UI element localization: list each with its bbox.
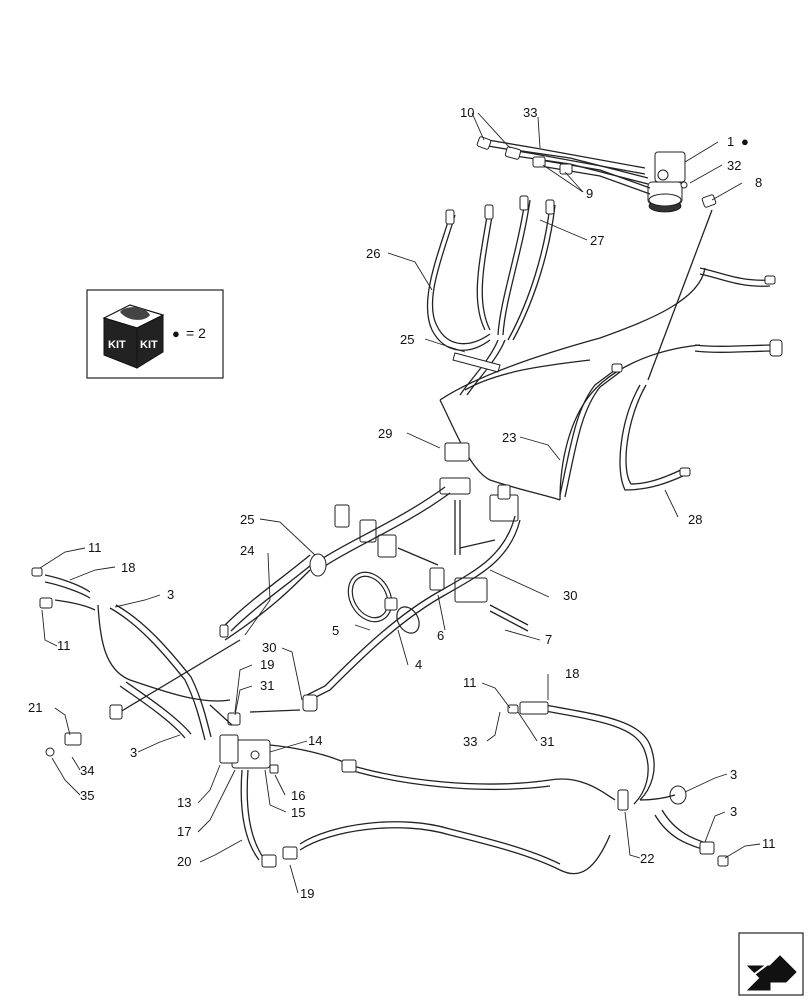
callout-34: 34 [80, 763, 94, 778]
kit-bullet: ● [172, 326, 180, 341]
callout-19b: 19 [300, 886, 314, 901]
callout-33b: 33 [463, 734, 477, 749]
callout-3d: 3 [730, 804, 737, 819]
callout-3c: 3 [730, 767, 737, 782]
callout-5: 5 [332, 623, 339, 638]
elbow-fittings[interactable] [476, 136, 717, 208]
callout-17: 17 [177, 824, 191, 839]
callout-27: 27 [590, 233, 604, 248]
callout-3b: 3 [130, 745, 137, 760]
callout-10: 10 [460, 105, 474, 120]
callout-13: 13 [177, 795, 191, 810]
valve-block[interactable] [219, 712, 279, 774]
callout-20: 20 [177, 854, 191, 869]
callout-11a: 11 [88, 540, 102, 555]
callout-19a: 19 [260, 657, 274, 672]
callout-24: 24 [240, 543, 254, 558]
callout-18b: 18 [565, 666, 579, 681]
kit-text-left: KIT [108, 339, 126, 351]
callout-6: 6 [437, 628, 444, 643]
callout-11c: 11 [463, 675, 477, 690]
callout-16: 16 [291, 788, 305, 803]
hose-30[interactable] [302, 515, 521, 712]
callout-32: 32 [727, 158, 741, 173]
callout-3a: 3 [167, 587, 174, 602]
callout-29: 29 [378, 426, 392, 441]
callout-33: 33 [523, 105, 537, 120]
next-page-arrow-icon[interactable] [738, 932, 804, 996]
callout-25b: 25 [240, 512, 254, 527]
callout-11b: 11 [57, 638, 71, 653]
callout-25: 25 [400, 332, 414, 347]
callout-4: 4 [415, 657, 422, 672]
callout-1-marker: ● [741, 134, 749, 149]
hose-clamp-upper[interactable] [452, 352, 501, 373]
callout-1: 1 [727, 134, 734, 149]
kit-text-right: KIT [140, 339, 158, 351]
callout-22: 22 [640, 851, 654, 866]
upper-hoses[interactable] [426, 195, 556, 396]
callout-9: 9 [586, 186, 593, 201]
callout-15: 15 [291, 805, 305, 820]
callout-labels: 1 ● 33 10 32 8 9 27 26 25 29 23 28 25 24… [28, 105, 776, 901]
kit-box-icon: KIT KIT ● = 2 [86, 289, 224, 379]
steering-valve-assembly[interactable] [647, 151, 688, 213]
callout-21: 21 [28, 700, 42, 715]
callout-18a: 18 [121, 560, 135, 575]
callout-14: 14 [308, 733, 322, 748]
callout-7: 7 [545, 632, 552, 647]
bracket-assembly[interactable] [219, 442, 529, 641]
leader-lines [39, 112, 761, 894]
frame-panel [439, 267, 706, 501]
callout-30: 30 [563, 588, 577, 603]
left-hoses[interactable] [31, 567, 241, 757]
callout-26: 26 [366, 246, 380, 261]
callout-31a: 31 [260, 678, 274, 693]
hose-clamps-lower[interactable] [340, 564, 424, 637]
callout-23: 23 [502, 430, 516, 445]
kit-quantity-label: = 2 [186, 325, 206, 341]
lower-hoses[interactable] [209, 701, 729, 875]
right-side-hoses[interactable] [559, 209, 783, 498]
callout-11d: 11 [762, 836, 776, 851]
callout-35: 35 [80, 788, 94, 803]
callout-8: 8 [755, 175, 762, 190]
callout-31b: 31 [540, 734, 554, 749]
callout-28: 28 [688, 512, 702, 527]
callout-30b: 30 [262, 640, 276, 655]
